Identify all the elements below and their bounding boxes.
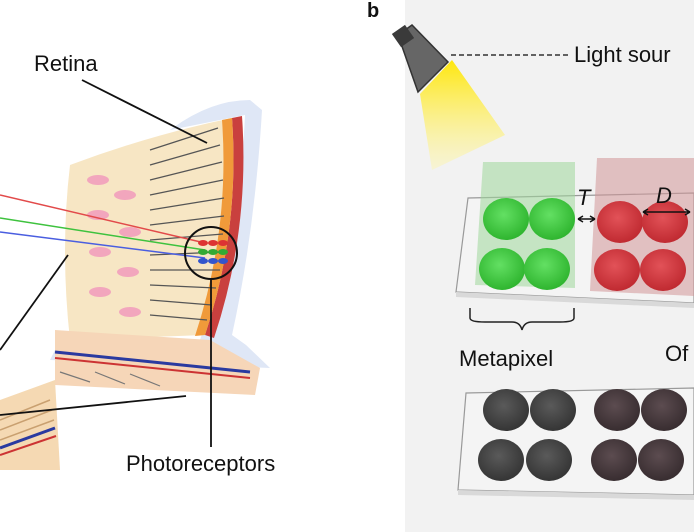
metapixel-plate bbox=[455, 158, 694, 308]
leader-lines bbox=[0, 79, 212, 447]
dark-red-disk bbox=[591, 439, 637, 481]
light-beam bbox=[420, 60, 505, 170]
retina-tissue bbox=[65, 116, 244, 340]
red-disk bbox=[594, 249, 640, 291]
diameter-label: D bbox=[656, 183, 672, 208]
red-disk bbox=[597, 201, 643, 243]
dimension-markers bbox=[577, 208, 691, 223]
dark-red-disk bbox=[641, 389, 687, 431]
eye-lens-fragment bbox=[0, 380, 60, 470]
off-state-label: Of bbox=[665, 341, 689, 366]
metapixel-label: Metapixel bbox=[459, 346, 554, 371]
retina-label: Retina bbox=[34, 51, 98, 76]
dark-red-disk bbox=[594, 389, 640, 431]
dark-red-disk bbox=[638, 439, 684, 481]
dark-disk bbox=[530, 389, 576, 431]
off-state-plate bbox=[457, 387, 694, 500]
light-rays bbox=[0, 194, 206, 259]
dark-disk bbox=[483, 389, 529, 431]
green-disk bbox=[524, 248, 570, 290]
dark-disk bbox=[526, 439, 572, 481]
lamp-icon bbox=[391, 24, 450, 94]
light-source-label: Light sour bbox=[574, 42, 671, 67]
photoreceptors-label: Photoreceptors bbox=[126, 451, 276, 476]
panel-letter-b: b bbox=[367, 0, 380, 22]
photoreceptor-rods bbox=[149, 127, 225, 321]
lower-tissue-band bbox=[54, 330, 260, 395]
dark-disk bbox=[478, 439, 524, 481]
metapixel-bracket bbox=[469, 308, 575, 331]
green-disk bbox=[479, 248, 525, 290]
ganglion-cells bbox=[87, 175, 141, 317]
green-disk bbox=[529, 198, 575, 240]
red-disk bbox=[640, 249, 686, 291]
green-disk bbox=[483, 198, 529, 240]
spacing-label: T bbox=[577, 185, 591, 210]
